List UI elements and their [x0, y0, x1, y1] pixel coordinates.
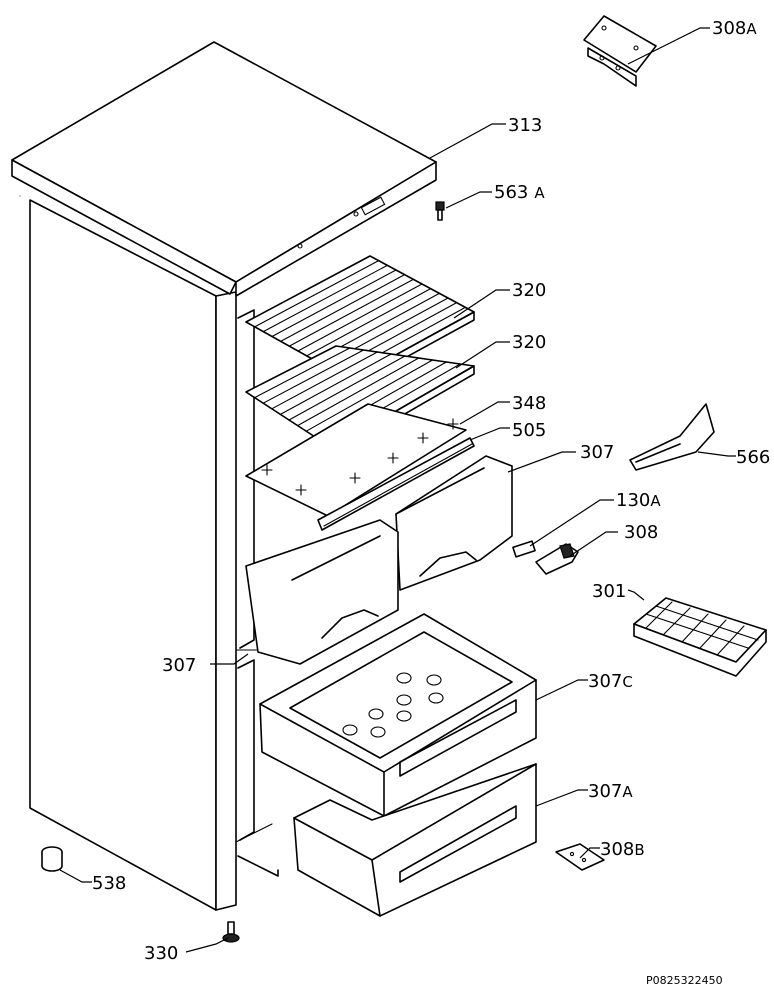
- freezer-drawer-left: [245, 519, 399, 665]
- callout-308B-hinge-plate: 308B: [600, 839, 645, 860]
- crisper-drawer-lower: [293, 763, 537, 917]
- shelf-wire-bar: [288, 278, 414, 347]
- callout-505-shelf-trim: 505: [512, 420, 546, 441]
- callout-330-adjustable-foot: 330: [144, 943, 178, 964]
- clip-130a: [512, 540, 536, 558]
- callout-320-shelf-lower: 320: [512, 332, 546, 353]
- shelf-wire-bar: [280, 274, 406, 342]
- shelf-wire-bar: [279, 353, 392, 415]
- cabinet-foot: [41, 846, 63, 872]
- callout-307C-crisper-upper: 307C: [588, 671, 633, 692]
- callout-320-shelf-upper: 320: [512, 280, 546, 301]
- diagram-reference-code: P0825322450: [646, 974, 723, 987]
- shelf-wire-bar: [254, 260, 380, 328]
- glass-shelf: [245, 403, 467, 517]
- leader-lines: [59, 27, 736, 953]
- callout-308A-bracket: 308A: [712, 18, 757, 39]
- callout-566-scraper: 566: [736, 447, 770, 468]
- shelf-wire-bar: [288, 355, 406, 421]
- shelf-trim: [317, 437, 475, 531]
- cabinet-body: [19, 195, 279, 911]
- shelf-wire-bar: [306, 288, 432, 357]
- callout-307-freezer-drawer-right: 307: [580, 442, 614, 463]
- callout-538-foot: 538: [92, 873, 126, 894]
- shelf-wire-bar: [297, 357, 420, 427]
- freezer-drawer-right: [395, 455, 513, 591]
- callout-348-glass-shelf: 348: [512, 393, 546, 414]
- callout-130A-clip: 130A: [616, 490, 661, 511]
- shelf-wire-bar: [271, 351, 378, 410]
- shelf-wire-bar: [271, 269, 397, 338]
- wire-shelf-lower: [245, 345, 475, 457]
- ice-cube-tray: [633, 597, 767, 677]
- hinge-plate-308b: [555, 843, 605, 871]
- shelf-wire-bar: [262, 264, 388, 333]
- ice-scraper: [629, 403, 715, 471]
- top-cover: [11, 41, 437, 297]
- shelf-wire-bar: [262, 349, 365, 404]
- hinge-308: [535, 543, 579, 575]
- shelf-wire-bar: [254, 347, 351, 399]
- callout-313-top-cover: 313: [508, 115, 542, 136]
- callout-308-hinge: 308: [624, 522, 658, 543]
- callout-307A-crisper-lower: 307A: [588, 781, 633, 802]
- callout-307-freezer-drawer-left: 307: [162, 655, 196, 676]
- adjustable-foot: [222, 921, 240, 943]
- shelf-wire-bar: [297, 283, 423, 352]
- shelf-wire-bar: [305, 359, 434, 432]
- screw-563a: [435, 201, 445, 221]
- bracket-308a: [583, 15, 657, 87]
- callout-301-ice-tray: 301: [592, 581, 626, 602]
- crisper-drawer-upper: [259, 613, 537, 817]
